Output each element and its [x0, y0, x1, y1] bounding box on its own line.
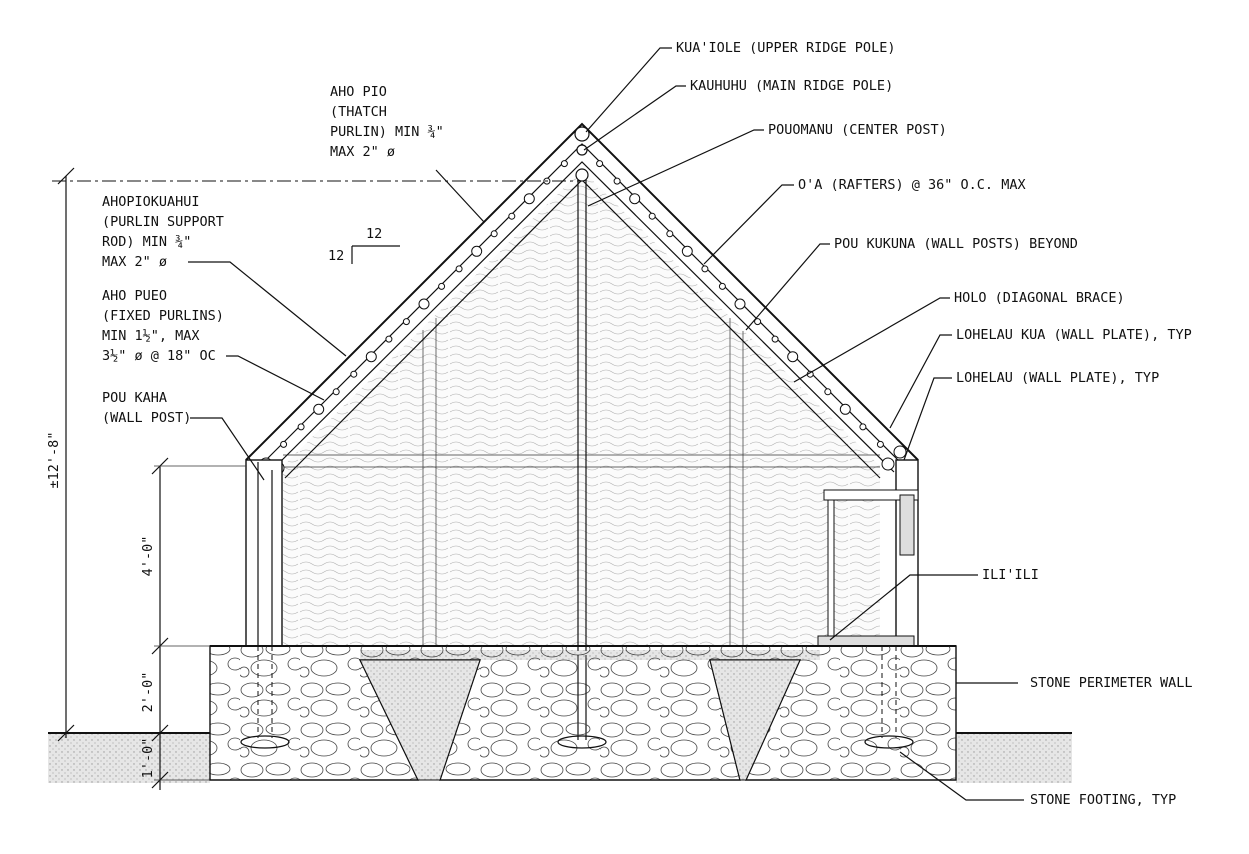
purlin-circle	[455, 265, 463, 273]
pou-kaha-line-2: (WALL POST)	[102, 410, 191, 426]
dimension-lines	[52, 167, 582, 790]
label-holo: HOLO (DIAGONAL BRACE)	[954, 290, 1125, 306]
purlin-circle	[787, 351, 799, 363]
purlin-circle	[681, 245, 693, 257]
purlin-circle	[613, 177, 621, 185]
label-lohelau-kua: LOHELAU KUA (WALL PLATE), TYP	[956, 327, 1192, 343]
right-wall	[817, 459, 919, 647]
purlin-circle	[508, 212, 516, 220]
purlin-circle	[824, 388, 832, 396]
purlin-circle	[350, 370, 358, 378]
purlin-circle	[876, 440, 884, 448]
label-lohelau: LOHELAU (WALL PLATE), TYP	[956, 370, 1159, 386]
thatch-infill	[283, 170, 880, 645]
purlin-circle	[560, 160, 568, 168]
ahopiokuahui-line-2: (PURLIN SUPPORT	[102, 214, 224, 230]
purlin-circle	[313, 403, 325, 415]
purlin-circle	[859, 423, 867, 431]
ahopiokuahui-line-1: AHOPIOKUAHUI	[102, 194, 200, 210]
wall-framing	[283, 318, 880, 645]
aho-pio-line-3: PURLIN) MIN ¾"	[330, 124, 444, 140]
purlin-circle	[523, 193, 535, 205]
aho-pio-line-1: AHO PIO	[330, 84, 387, 100]
purlin-circle	[596, 160, 604, 168]
label-stone-footing: STONE FOOTING, TYP	[1030, 792, 1176, 808]
purlin-circle	[629, 193, 641, 205]
purlin-circle	[438, 282, 446, 290]
label-stone-wall: STONE PERIMETER WALL	[1030, 675, 1193, 691]
label-kauhuhu: KAUHUHU (MAIN RIDGE POLE)	[690, 78, 893, 94]
purlin-circle	[839, 403, 851, 415]
aho-pueo-line-1: AHO PUEO	[102, 288, 167, 304]
dim-overall: ±12'-8"	[46, 432, 62, 489]
label-ilili: ILI'ILI	[982, 567, 1039, 583]
purlin-circle	[385, 335, 393, 343]
slope-rise: 12	[366, 226, 382, 242]
purlin-circle	[734, 298, 746, 310]
purlin-circle	[771, 335, 779, 343]
purlin-circle	[490, 230, 498, 238]
slope-symbol: 12 12	[328, 226, 400, 264]
label-aho-pueo: AHO PUEO (FIXED PURLINS) MIN 1½", MAX 3½…	[102, 288, 232, 364]
dim-footing: 1'-0"	[140, 738, 156, 779]
purlin-circle	[297, 423, 305, 431]
aho-pueo-line-2: (FIXED PURLINS)	[102, 308, 224, 324]
ground	[48, 732, 1072, 783]
label-pouomanu: POUOMANU (CENTER POST)	[768, 122, 947, 138]
purlin-circle	[471, 245, 483, 257]
stone-perimeter-wall	[209, 645, 957, 781]
pou-kaha-wall-post	[245, 459, 283, 647]
dim-stone: 2'-0"	[140, 672, 156, 713]
label-pou-kukuna: POU KUKUNA (WALL POSTS) BEYOND	[834, 236, 1078, 252]
purlin-circle	[332, 388, 340, 396]
purlin-circle	[701, 265, 709, 273]
pou-kaha-line-1: POU KAHA	[102, 390, 167, 406]
label-pou-kaha: POU KAHA (WALL POST)	[102, 390, 191, 426]
aho-pueo-line-4: 3½" ø @ 18" OC	[102, 348, 216, 364]
post-embedments	[240, 646, 914, 749]
purlin-circle	[754, 318, 762, 326]
purlin-circle	[402, 318, 410, 326]
label-ahopiokuahui: AHOPIOKUAHUI (PURLIN SUPPORT ROD) MIN ¾"…	[102, 194, 232, 270]
label-aho-pio: AHO PIO (THATCH PURLIN) MIN ¾" MAX 2" ø	[330, 84, 452, 160]
purlin-circle	[648, 212, 656, 220]
aho-pueo-line-3: MIN 1½", MAX	[102, 328, 200, 344]
purlin-circle	[666, 230, 674, 238]
purlin-circle	[280, 440, 288, 448]
wall-plate-circle	[881, 457, 895, 471]
slope-run: 12	[328, 248, 344, 264]
wall-plate-circle	[893, 445, 907, 459]
dim-wall: 4'-0"	[140, 536, 156, 577]
purlin-circle	[418, 298, 430, 310]
aho-pio-line-4: MAX 2" ø	[330, 144, 395, 160]
label-oa: O'A (RAFTERS) @ 36" O.C. MAX	[798, 177, 1026, 193]
aho-pio-line-2: (THATCH	[330, 104, 387, 120]
ahopiokuahui-line-4: MAX 2" ø	[102, 254, 167, 270]
purlin-circle	[365, 351, 377, 363]
ahopiokuahui-line-3: ROD) MIN ¾"	[102, 234, 191, 250]
purlin-circle	[718, 282, 726, 290]
label-kuaiole: KUA'IOLE (UPPER RIDGE POLE)	[676, 40, 895, 56]
leader-lines	[188, 47, 1024, 801]
